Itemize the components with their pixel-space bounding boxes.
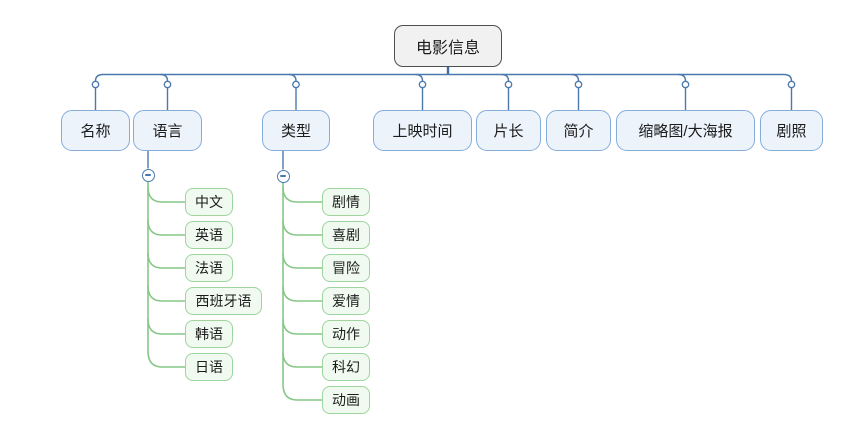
branch-curve: [282, 186, 322, 203]
junction-dot-icon: [163, 80, 172, 89]
branch-trunk: [147, 180, 186, 368]
connector-bus: [94, 73, 793, 82]
branch-curve: [147, 285, 185, 302]
node-spanish[interactable]: 西班牙语: [185, 287, 262, 315]
node-action[interactable]: 动作: [322, 320, 370, 348]
junction-dot-icon: [418, 80, 427, 89]
bus-branch-curve: [415, 73, 424, 82]
branch-curve: [147, 318, 185, 335]
junction-dot-icon: [787, 80, 796, 89]
bus-branch-curve: [571, 73, 580, 82]
branch-curve: [282, 351, 322, 368]
branch-curve: [282, 285, 322, 302]
branch-trunk: [282, 181, 323, 401]
node-drama[interactable]: 剧情: [322, 188, 370, 216]
node-language[interactable]: 语言: [133, 110, 202, 151]
branch-curve: [282, 318, 322, 335]
node-synopsis[interactable]: 简介: [546, 110, 611, 151]
node-animation[interactable]: 动画: [322, 386, 370, 414]
node-release-date[interactable]: 上映时间: [373, 110, 472, 151]
node-japanese[interactable]: 日语: [185, 353, 233, 381]
junction-dot-icon: [574, 80, 583, 89]
branch-curve: [147, 219, 185, 236]
branch-curve: [282, 252, 322, 269]
node-name[interactable]: 名称: [61, 110, 130, 151]
junction-dot-icon: [504, 80, 513, 89]
node-scifi[interactable]: 科幻: [322, 353, 370, 381]
node-romance[interactable]: 爱情: [322, 287, 370, 315]
minus-icon: [280, 175, 286, 177]
collapse-icon[interactable]: [276, 169, 290, 183]
junction-dot-icon: [91, 80, 100, 89]
node-chinese[interactable]: 中文: [185, 188, 233, 216]
bus-branch-curve: [678, 73, 687, 82]
node-comedy[interactable]: 喜剧: [322, 221, 370, 249]
collapse-icon[interactable]: [141, 168, 155, 182]
junction-dot-icon: [681, 80, 690, 89]
bus-branch-curve: [160, 73, 169, 82]
branch-curve: [282, 219, 322, 236]
node-thumbnail-poster[interactable]: 缩略图/大海报: [616, 110, 755, 151]
junction-dot-icon: [292, 80, 300, 89]
minus-icon: [145, 174, 151, 176]
node-movie-info[interactable]: 电影信息: [394, 25, 502, 67]
node-adventure[interactable]: 冒险: [322, 254, 370, 282]
node-genre[interactable]: 类型: [262, 110, 330, 151]
bus-branch-curve: [288, 73, 297, 82]
node-french[interactable]: 法语: [185, 254, 233, 282]
bus-branch-curve: [501, 73, 510, 82]
node-stills[interactable]: 剧照: [760, 110, 823, 151]
node-duration[interactable]: 片长: [476, 110, 541, 151]
node-korean[interactable]: 韩语: [185, 320, 233, 348]
branch-curve: [147, 186, 185, 203]
branch-curve: [147, 252, 185, 269]
node-english[interactable]: 英语: [185, 221, 233, 249]
